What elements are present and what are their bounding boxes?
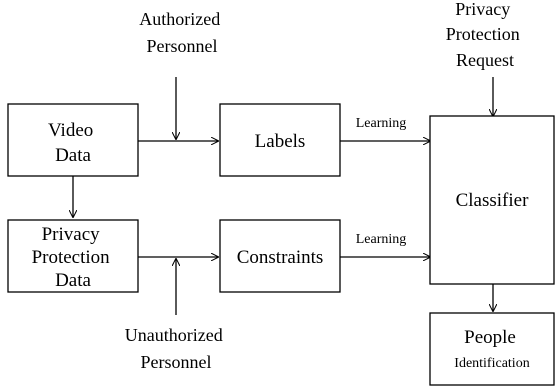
- privacy-protection-data-label: Privacy Protection Data: [32, 224, 115, 291]
- privacy-protection-request-annotation: Privacy Protection Request: [446, 0, 525, 70]
- node-constraints: [219, 219, 341, 293]
- node-privacy-protection-data: [7, 219, 139, 293]
- node-labels: [219, 103, 341, 177]
- learning-label-top: Learning: [356, 116, 407, 131]
- node-classifier: [429, 115, 555, 285]
- video-data-label: Video Data: [48, 120, 98, 166]
- labels-label: Labels: [255, 131, 306, 152]
- unauthorized-personnel-annotation: Unauthorized Personnel: [125, 325, 227, 372]
- constraints-label: Constraints: [237, 247, 324, 268]
- node-people-identification: [429, 312, 555, 386]
- people-identification-label: People Identification: [454, 327, 529, 371]
- node-video-data: [7, 103, 139, 177]
- learning-label-bottom: Learning: [356, 232, 407, 247]
- authorized-personnel-annotation: Authorized Personnel: [139, 9, 224, 56]
- classifier-label: Classifier: [456, 190, 529, 211]
